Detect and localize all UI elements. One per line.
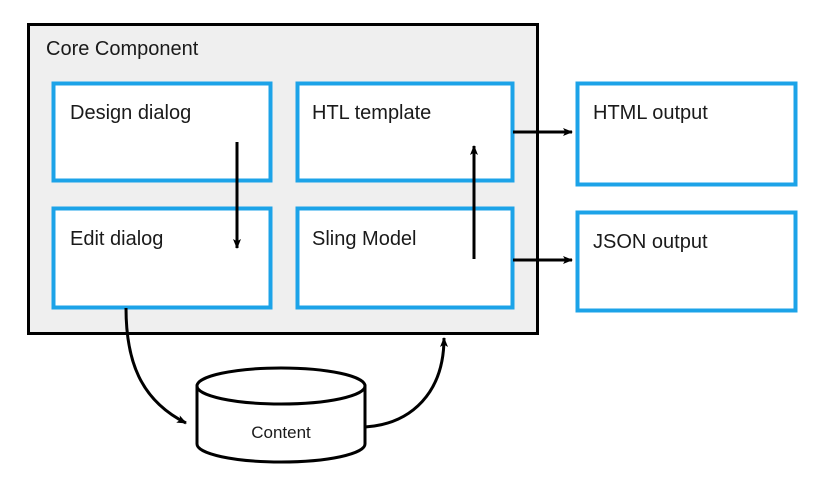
node-html-output[interactable] <box>575 81 798 187</box>
edge-content-to-sling <box>364 337 448 429</box>
node-content-store-label: Content <box>251 423 311 442</box>
node-edit-dialog[interactable] <box>51 206 273 310</box>
node-design-dialog[interactable] <box>51 81 273 183</box>
node-edit-dialog-label: Edit dialog <box>70 228 163 250</box>
core-component-title: Core Component <box>46 38 199 60</box>
edge-edit-to-content <box>124 307 187 425</box>
content-cylinder-top <box>195 366 367 406</box>
node-json-output-label: JSON output <box>593 231 708 253</box>
content-cylinder-body <box>195 384 367 464</box>
node-htl-template-label: HTL template <box>312 102 431 124</box>
node-html-output-label: HTML output <box>593 102 708 124</box>
node-sling-model-label: Sling Model <box>312 228 417 250</box>
node-design-dialog-label: Design dialog <box>70 102 191 124</box>
node-sling-model[interactable] <box>295 206 515 310</box>
node-json-output[interactable] <box>575 210 798 313</box>
node-content-store[interactable]: Content <box>195 366 367 464</box>
node-htl-template[interactable] <box>295 81 515 183</box>
